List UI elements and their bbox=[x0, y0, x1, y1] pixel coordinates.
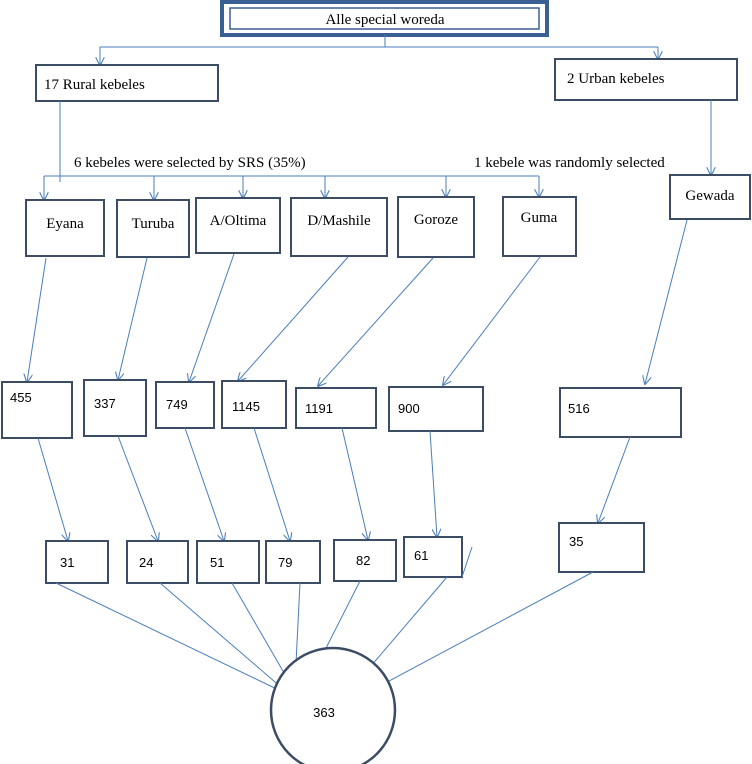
turuba-sample-arrow bbox=[117, 435, 158, 541]
population-node-dmashile: 1145 bbox=[221, 380, 287, 429]
aoltima-sample-arrow bbox=[184, 427, 224, 541]
dmashile-sample-arrow bbox=[253, 427, 290, 541]
kebele-name: Eyana bbox=[46, 216, 84, 232]
population-value: 455 bbox=[10, 390, 32, 405]
population-value: 337 bbox=[94, 396, 116, 411]
dmashile-pop-arrow bbox=[238, 256, 349, 381]
kebele-name: Turuba bbox=[132, 216, 175, 232]
population-node-aoltima: 749 bbox=[155, 381, 215, 429]
kebele-name: Goroze bbox=[414, 212, 458, 228]
goroze-sample-arrow bbox=[341, 427, 368, 540]
guma-pop-arrow bbox=[443, 256, 541, 385]
kebele-name: A/Oltima bbox=[210, 213, 267, 229]
sample-node-guma: 61 bbox=[403, 536, 463, 578]
population-value: 900 bbox=[398, 401, 420, 416]
turuba-total-line bbox=[159, 582, 283, 689]
goroze-total-line bbox=[321, 580, 361, 657]
gewada-pop-arrow bbox=[645, 219, 688, 384]
eyana-sample-arrow bbox=[37, 437, 68, 541]
eyana-pop-arrow bbox=[27, 257, 47, 382]
urban-label: 2 Urban kebeles bbox=[567, 71, 665, 87]
gewada-total-line bbox=[375, 571, 594, 689]
kebele-node-goroze: Goroze bbox=[397, 196, 475, 258]
population-node-eyana: 455 bbox=[1, 381, 73, 439]
sample-node-dmashile: 79 bbox=[265, 540, 321, 584]
population-value: 1191 bbox=[305, 401, 333, 416]
sample-node-aoltima: 51 bbox=[196, 540, 260, 584]
sample-value: 35 bbox=[569, 534, 583, 549]
population-node-gewada: 516 bbox=[559, 387, 682, 438]
population-value: 516 bbox=[568, 401, 590, 416]
urban-selection-note: 1 kebele was randomly selected bbox=[474, 155, 665, 171]
woreda-label: Alle special woreda bbox=[325, 12, 444, 28]
total-value: 363 bbox=[313, 705, 335, 720]
kebele-node-dmashile: D/Mashile bbox=[290, 197, 388, 257]
kebele-node-eyana: Eyana bbox=[25, 199, 105, 257]
rural-selection-note: 6 kebeles were selected by SRS (35%) bbox=[74, 155, 306, 171]
guma-sample-stray-line bbox=[461, 546, 473, 578]
gewada-sample-arrow bbox=[598, 436, 631, 523]
sample-value: 82 bbox=[356, 553, 370, 568]
guma-total-line bbox=[364, 576, 448, 674]
goroze-pop-arrow bbox=[318, 257, 434, 386]
kebele-node-turuba: Turuba bbox=[116, 199, 190, 258]
urban-node: 2 Urban kebeles bbox=[554, 58, 738, 101]
sample-value: 31 bbox=[60, 555, 74, 570]
sample-node-goroze: 82 bbox=[333, 539, 397, 582]
kebele-node-gewada: Gewada bbox=[669, 174, 751, 220]
sample-node-turuba: 24 bbox=[126, 540, 189, 584]
total-node: 363 bbox=[269, 646, 397, 764]
kebele-name: D/Mashile bbox=[307, 213, 371, 229]
turuba-pop-arrow bbox=[118, 257, 148, 380]
kebele-node-guma: Guma bbox=[502, 196, 577, 257]
population-node-guma: 900 bbox=[388, 386, 484, 432]
rural-label: 17 Rural kebeles bbox=[44, 77, 145, 93]
population-node-goroze: 1191 bbox=[295, 387, 377, 429]
woreda-node: Alle special woreda bbox=[220, 0, 549, 37]
sample-node-gewada: 35 bbox=[558, 522, 645, 573]
sample-value: 51 bbox=[210, 555, 224, 570]
kebele-name: Guma bbox=[521, 210, 558, 226]
population-node-turuba: 337 bbox=[83, 379, 147, 437]
population-value: 1145 bbox=[232, 399, 260, 414]
guma-sample-arrow bbox=[429, 430, 437, 537]
sample-value: 61 bbox=[414, 548, 428, 563]
sample-value: 79 bbox=[278, 555, 292, 570]
eyana-total-line bbox=[55, 582, 286, 694]
population-value: 749 bbox=[166, 397, 188, 412]
sample-node-eyana: 31 bbox=[45, 540, 109, 584]
dmashile-total-line bbox=[295, 582, 301, 664]
rural-node: 17 Rural kebeles bbox=[35, 64, 219, 102]
aoltima-total-line bbox=[231, 582, 288, 679]
aoltima-pop-arrow bbox=[189, 253, 235, 382]
kebele-name: Gewada bbox=[685, 188, 734, 204]
kebele-node-aoltima: A/Oltima bbox=[195, 197, 281, 254]
sample-value: 24 bbox=[139, 555, 153, 570]
